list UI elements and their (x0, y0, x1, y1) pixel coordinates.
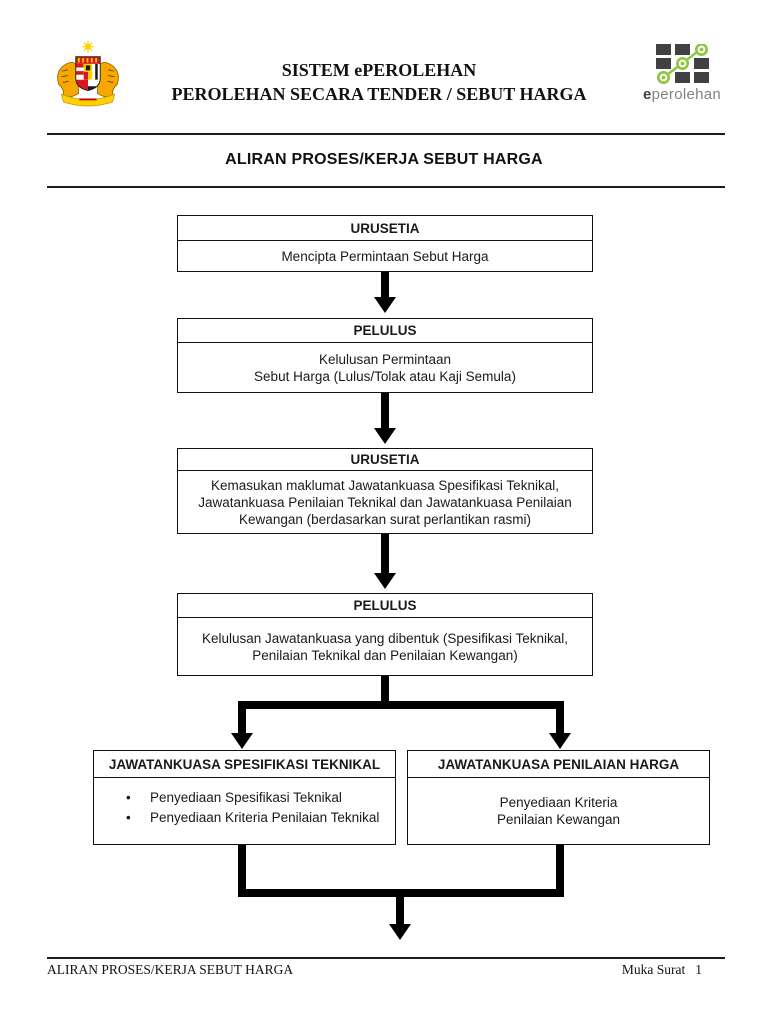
arrow-down-icon (374, 573, 396, 589)
flow-box-header: PELULUS (178, 594, 592, 618)
eperolehan-wordmark-e: e (642, 86, 652, 103)
flow-box-line: Sebut Harga (Lulus/Tolak atau Kaji Semul… (254, 368, 516, 384)
flow-box-line: Penilaian Kewangan (496, 812, 621, 827)
eperolehan-grid-icon (655, 44, 709, 84)
section-divider (47, 186, 725, 188)
footer-divider (47, 957, 725, 959)
flow-box-header: PELULUS (178, 319, 592, 343)
flow-box-urusetia-2: URUSETIA Kemasukan maklumat Jawatankuasa… (177, 448, 593, 534)
flow-box-header: URUSETIA (178, 216, 592, 241)
split-connector-left (238, 701, 246, 734)
arrow-down-icon (374, 297, 396, 313)
arrow-down-icon (549, 733, 571, 749)
flow-box-line: Kemasukan maklumat Jawatankuasa Spesifik… (211, 477, 559, 493)
eperolehan-logo: eperolehan (636, 44, 728, 103)
split-connector-right (556, 701, 564, 734)
flow-box-body: Mencipta Permintaan Sebut Harga (178, 241, 592, 271)
flow-box-line: Kelulusan Permintaan (318, 351, 452, 367)
flow-box-line: Penyediaan Kriteria (499, 795, 618, 810)
eperolehan-wordmark: eperolehan (636, 86, 728, 103)
flow-box-header: JAWATANKUASA PENILAIAN HARGA (408, 751, 709, 778)
split-connector-stem (381, 676, 389, 708)
flow-box-pelulus-1: PELULUS Kelulusan Permintaan Sebut Harga… (177, 318, 593, 393)
flow-box-line: Kelulusan Jawatankuasa yang dibentuk (Sp… (202, 630, 568, 646)
document-title-line1: SISTEM ePEROLEHAN (281, 60, 477, 80)
arrow-down-icon (389, 924, 411, 940)
flow-box-body: Penyediaan Kriteria Penilaian Kewangan (408, 778, 709, 844)
flow-box-urusetia-1: URUSETIA Mencipta Permintaan Sebut Harga (177, 215, 593, 272)
flow-box-body: Kelulusan Permintaan Sebut Harga (Lulus/… (178, 343, 592, 392)
eperolehan-wordmark-rest: perolehan (651, 86, 722, 103)
flow-box-header: URUSETIA (178, 449, 592, 471)
arrow-shaft (381, 534, 389, 574)
flow-box-spesifikasi-teknikal: JAWATANKUASA SPESIFIKASI TEKNIKAL Penyed… (93, 750, 396, 845)
join-connector-bar (238, 889, 564, 897)
flow-box-line: Jawatankuasa Penilaian Teknikal dan Jawa… (198, 494, 572, 510)
join-connector-left (238, 845, 246, 897)
bullet-item: Penyediaan Spesifikasi Teknikal (124, 788, 395, 808)
flow-box-body: Kemasukan maklumat Jawatankuasa Spesifik… (178, 471, 592, 533)
footer-page-label: Muka Surat (621, 962, 686, 977)
flow-box-line: Kewangan (berdasarkan surat perlantikan … (239, 511, 531, 527)
document-title-line2: PEROLEHAN SECARA TENDER / SEBUT HARGA (171, 84, 587, 104)
flow-box-line: Mencipta Permintaan Sebut Harga (281, 248, 489, 264)
split-connector-bar (238, 701, 564, 709)
bullet-item: Penyediaan Kriteria Penilaian Teknikal (124, 808, 395, 828)
flow-box-header: JAWATANKUASA SPESIFIKASI TEKNIKAL (94, 751, 395, 778)
document-title: SISTEM ePEROLEHAN PEROLEHAN SECARA TENDE… (120, 58, 638, 106)
arrow-down-icon (374, 428, 396, 444)
flow-box-body: Kelulusan Jawatankuasa yang dibentuk (Sp… (178, 618, 592, 675)
join-connector-right (556, 845, 564, 897)
footer-page-number: 1 (695, 962, 702, 977)
footer-page: Muka Surat 1 (622, 962, 702, 978)
join-connector-stem (396, 897, 404, 925)
malaysia-coat-of-arms-icon (57, 40, 119, 107)
flow-box-pelulus-2: PELULUS Kelulusan Jawatankuasa yang dibe… (177, 593, 593, 676)
arrow-down-icon (231, 733, 253, 749)
section-title: ALIRAN PROSES/KERJA SEBUT HARGA (225, 151, 543, 168)
arrow-shaft (381, 272, 389, 298)
footer-title: ALIRAN PROSES/KERJA SEBUT HARGA (47, 962, 294, 977)
flow-box-penilaian-harga: JAWATANKUASA PENILAIAN HARGA Penyediaan … (407, 750, 710, 845)
flow-box-line: Penilaian Teknikal dan Penilaian Kewanga… (252, 647, 518, 663)
flow-box-body: Penyediaan Spesifikasi Teknikal Penyedia… (94, 778, 395, 844)
arrow-shaft (381, 393, 389, 429)
header-divider (47, 133, 725, 135)
